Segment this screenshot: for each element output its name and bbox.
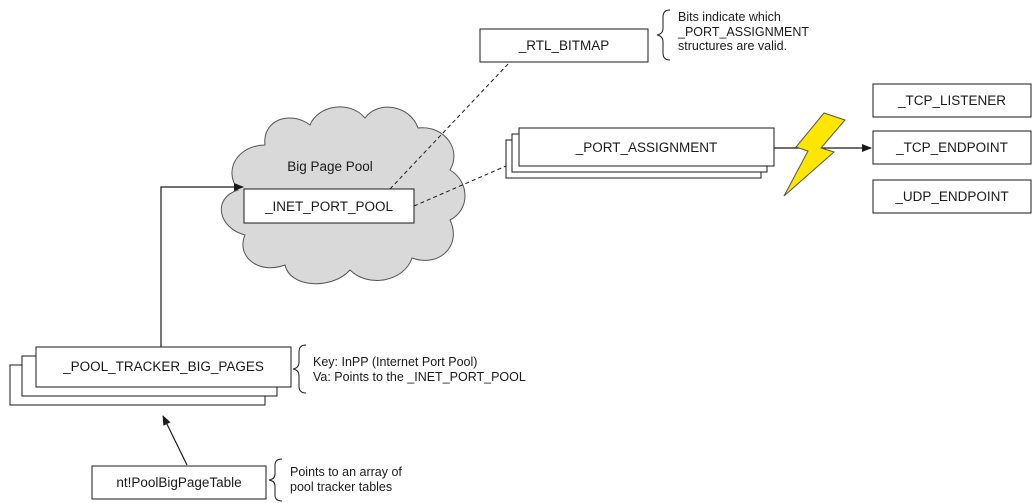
rtl-bitmap-box: [479, 28, 649, 63]
port-assignment-label: _PORT_ASSIGNMENT: [575, 140, 718, 155]
pool-big-page-table-note-line: Points to an array of: [290, 465, 402, 479]
tcp-listener-box: [872, 83, 1032, 118]
rtl-bitmap-note: Bits indicate which _PORT_ASSIGNMENT str…: [678, 10, 809, 54]
lightning-bolt-icon: [783, 112, 846, 197]
inet-port-pool-box: [243, 188, 415, 224]
pool-tracker-note-brace: [292, 344, 307, 394]
pool-tracker-note-line: Key: InPP (Internet Port Pool): [313, 355, 478, 369]
udp-endpoint-label: _UDP_ENDPOINT: [895, 189, 1009, 204]
rtl-bitmap-note-line: structures are valid.: [678, 39, 788, 53]
port-assignment-box: [518, 127, 775, 167]
rtl-bitmap-note-brace: [656, 9, 671, 61]
rtl-bitmap-label: _RTL_BITMAP: [518, 38, 610, 53]
pool-big-page-table-note: Points to an array of pool tracker table…: [290, 465, 402, 494]
udp-endpoint-box: [872, 179, 1032, 214]
inet-port-pool-label: _INET_PORT_POOL: [264, 199, 394, 214]
table-to-tracker-arrow: [162, 415, 188, 466]
tcp-endpoint-label: _TCP_ENDPOINT: [896, 140, 1008, 155]
tcp-listener-label: _TCP_LISTENER: [897, 93, 1007, 108]
tcp-endpoint-box: [872, 130, 1032, 165]
big-page-pool-cloud-label: Big Page Pool: [287, 159, 373, 174]
pool-tracker-note-line: Va: Points to the _INET_PORT_POOL: [313, 369, 526, 384]
rtl-bitmap-note-line: Bits indicate which: [678, 10, 781, 24]
pool-tracker-box: [35, 346, 292, 388]
pool-tracker-note: Key: InPP (Internet Port Pool) Va: Point…: [313, 355, 526, 384]
pool-tracker-big-pages-label: _POOL_TRACKER_BIG_PAGES: [63, 359, 264, 374]
pool-big-page-table-label: nt!PoolBigPageTable: [116, 475, 242, 490]
pool-big-page-table-box: [91, 465, 267, 500]
inet-to-rtl-bitmap-connector: [389, 62, 510, 190]
inet-to-port-assignment-connector: [413, 165, 507, 207]
pool-tracker-to-inet-arrow: [160, 183, 244, 347]
rtl-bitmap-note-line: _PORT_ASSIGNMENT: [678, 24, 810, 39]
pool-big-page-table-note-brace: [268, 458, 283, 502]
pool-big-page-table-note-line: pool tracker tables: [290, 479, 393, 494]
